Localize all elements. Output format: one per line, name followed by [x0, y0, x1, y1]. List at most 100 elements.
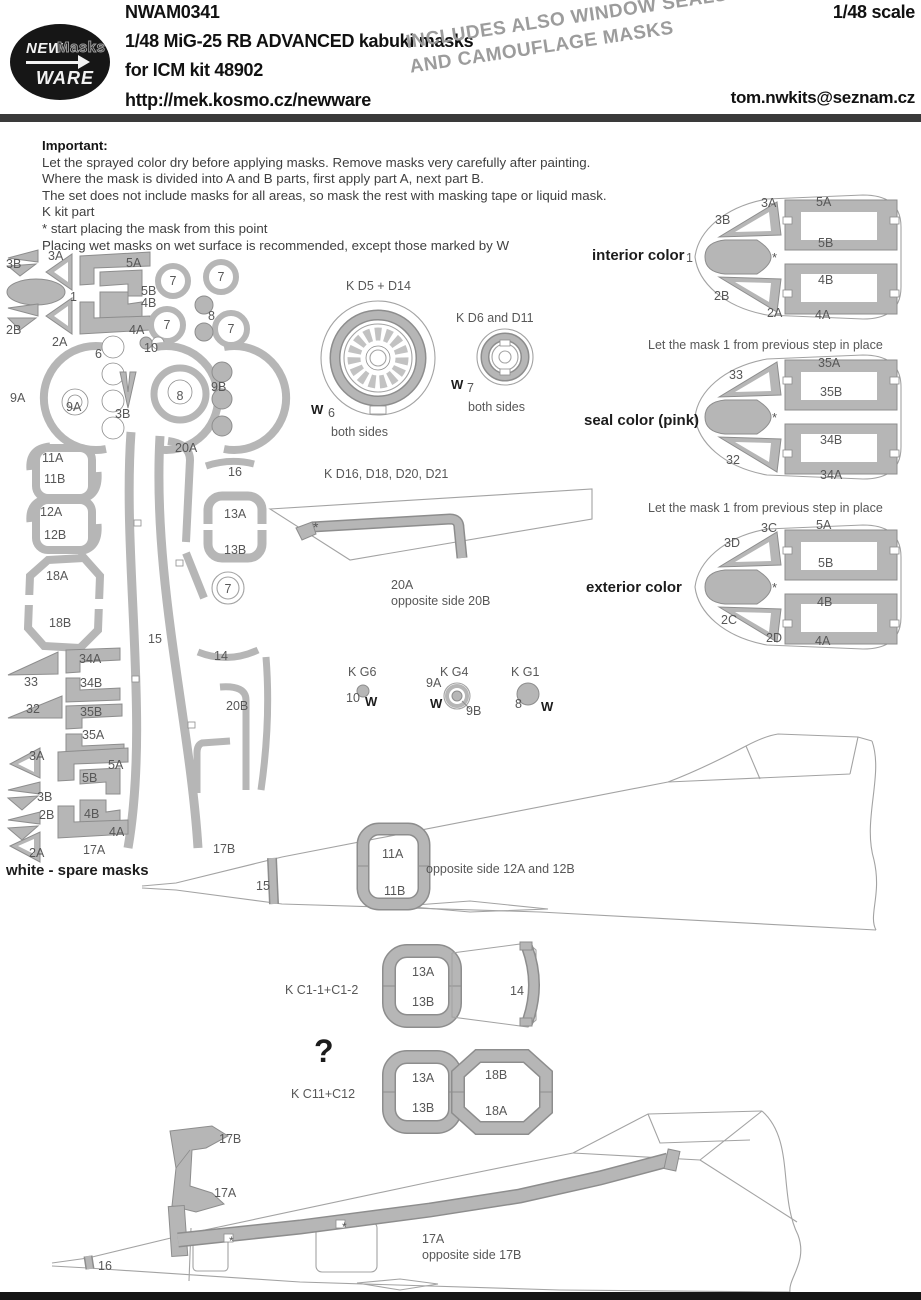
- instruction-line: * start placing the mask from this point: [42, 220, 268, 236]
- part-label: 3B: [6, 257, 21, 271]
- part-label: 6: [95, 347, 102, 361]
- logo-arrow-tip-icon: [78, 55, 90, 69]
- part-label: 5A: [108, 758, 124, 772]
- part-label: 1: [686, 251, 693, 265]
- part-label: 18A: [485, 1104, 508, 1118]
- footer-bar: [0, 1292, 921, 1300]
- part-label: 35A: [82, 728, 105, 742]
- part-label: 4B: [84, 807, 99, 821]
- part-label: 7: [218, 270, 225, 284]
- part-label: 15: [256, 879, 270, 893]
- part-label: Let the mask 1 from previous step in pla…: [648, 501, 883, 515]
- part-label: 3D: [724, 536, 740, 550]
- part-label: 20A: [391, 578, 414, 592]
- instructions-lines: Let the sprayed color dry before applyin…: [42, 155, 642, 255]
- part-label: 3A: [48, 249, 64, 263]
- part-label: 7: [170, 274, 177, 288]
- sheet-title: 1/48 MiG-25 RB ADVANCED kabuki masks: [125, 31, 474, 51]
- nose-wheel-diagram: [476, 328, 534, 386]
- part-label: 18B: [49, 616, 71, 630]
- part-label: 5B: [818, 236, 833, 250]
- part-label: 18A: [46, 569, 69, 583]
- part-label: 2A: [29, 846, 45, 860]
- part-label: opposite side 20B: [391, 594, 490, 608]
- part-label: 3B: [715, 213, 730, 227]
- part-label: 17A: [422, 1232, 445, 1246]
- part-label: 9B: [466, 704, 481, 718]
- part-label: white - spare masks: [5, 862, 149, 879]
- part-label: 2B: [39, 808, 54, 822]
- part-label: 35A: [818, 356, 841, 370]
- part-label: both sides: [468, 400, 525, 414]
- instructions-heading: Important:: [42, 138, 108, 153]
- part-label: 10: [346, 691, 360, 705]
- part-label: 13A: [224, 507, 247, 521]
- part-label: 7: [164, 318, 171, 332]
- logo-word-masks: Masks: [56, 39, 106, 57]
- product-code: NWAM0341: [125, 2, 220, 22]
- part-label: 5A: [126, 256, 142, 270]
- part-label: 17B: [213, 842, 235, 856]
- instruction-line: Let the sprayed color dry before applyin…: [42, 154, 591, 170]
- part-label: K D16, D18, D20, D21: [324, 467, 448, 481]
- part-label: Let the mask 1 from previous step in pla…: [648, 338, 883, 352]
- part-label: 32: [26, 702, 40, 716]
- part-label: 4B: [141, 296, 156, 310]
- part-label: 3A: [29, 749, 45, 763]
- part-label: 4B: [817, 595, 832, 609]
- part-label: opposite side 17B: [422, 1248, 521, 1262]
- part-label: 32: [726, 453, 740, 467]
- part-label: W: [311, 402, 324, 417]
- part-label: 13A: [412, 965, 435, 979]
- part-label: interior color: [592, 247, 685, 264]
- part-label: 13B: [412, 1101, 434, 1115]
- spine-mask-bracket: [169, 1125, 229, 1213]
- part-label: 2C: [721, 613, 737, 627]
- full-fuselage-view: [51, 1110, 802, 1293]
- part-label: 17A: [83, 843, 106, 857]
- part-label: K G6: [348, 665, 377, 679]
- part-label: 13B: [412, 995, 434, 1009]
- part-label: K G4: [440, 665, 469, 679]
- part-label: K C1-1+C1-2: [285, 983, 358, 997]
- part-label: 2A: [767, 306, 783, 320]
- part-label: 7: [467, 381, 474, 395]
- part-label: *: [772, 250, 777, 265]
- part-label: 2D: [766, 631, 782, 645]
- instruction-line: Where the mask is divided into A and B p…: [42, 171, 484, 187]
- main-wheel-diagram: [320, 300, 436, 416]
- part-label: K D5 + D14: [346, 279, 411, 293]
- kit-reference: for ICM kit 48902: [125, 60, 263, 80]
- part-label: 34A: [79, 652, 102, 666]
- part-label: 20A: [175, 441, 198, 455]
- part-label: 4A: [129, 323, 145, 337]
- part-label: 2B: [6, 323, 21, 337]
- part-label: seal color (pink): [584, 412, 699, 429]
- part-label: W: [541, 699, 554, 714]
- part-label: 3B: [37, 790, 52, 804]
- part-label: 11B: [384, 884, 405, 898]
- part-label: 33: [729, 368, 743, 382]
- part-label: 33: [24, 675, 38, 689]
- part-label: 5B: [141, 284, 156, 298]
- part-label: 3C: [761, 521, 777, 535]
- part-label: 12A: [40, 505, 63, 519]
- logo-word-new: NEW: [26, 40, 63, 57]
- part-label: 16: [98, 1259, 112, 1273]
- part-label: 16: [228, 465, 242, 479]
- newware-logo: NEW Masks WARE: [10, 24, 110, 100]
- part-label: K D6 and D11: [456, 311, 534, 325]
- header-divider-bar: [0, 114, 921, 122]
- part-label: 5A: [816, 518, 832, 532]
- part-label: 10: [144, 341, 158, 355]
- instructions-block: Important: Let the sprayed color dry bef…: [42, 138, 642, 254]
- part-label: 11B: [44, 472, 65, 486]
- part-label: *: [342, 1220, 347, 1234]
- part-label: 15: [148, 632, 162, 646]
- part-label: 13A: [412, 1071, 435, 1085]
- part-label: 7: [225, 582, 232, 596]
- part-label: 11A: [382, 847, 404, 861]
- contact-email: tom.nwkits@seznam.cz: [730, 88, 916, 107]
